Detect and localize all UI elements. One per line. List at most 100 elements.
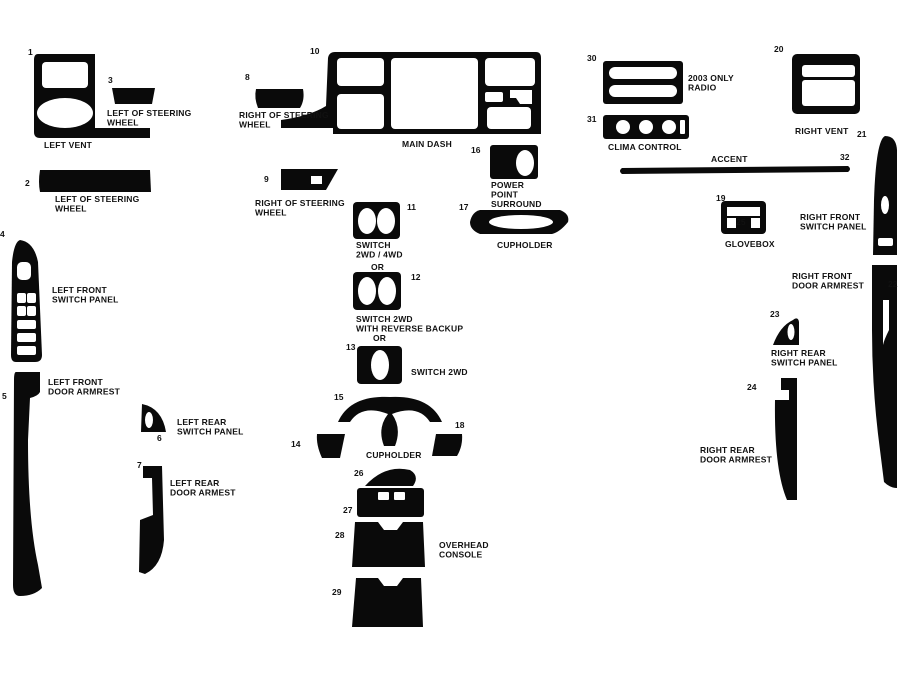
part-label-20: RIGHT VENT (795, 126, 849, 136)
part-number-2: 2 (25, 178, 30, 188)
part-10-main-dash (281, 52, 541, 134)
part-1-left-vent (34, 54, 150, 138)
part-label-1: LEFT VENT (44, 140, 93, 150)
part-label-5-line: DOOR ARMREST (48, 387, 121, 397)
glovebox-insert-number: 25 (736, 217, 746, 227)
part-9-right-of-steering-wheel (281, 169, 338, 190)
part-label-19: GLOVEBOX (725, 239, 775, 249)
part-label-28-line: CONSOLE (439, 550, 483, 560)
part-label-2-line: LEFT OF STEERING (55, 194, 140, 204)
part-label-31-line: CLIMA CONTROL (608, 142, 682, 152)
part-number-21: 21 (857, 129, 867, 139)
part-label-10-line: MAIN DASH (402, 139, 452, 149)
part-number-31: 31 (587, 114, 597, 124)
part-label-23-line: RIGHT REAR (771, 348, 826, 358)
part-label-16-line: POWER (491, 180, 524, 190)
part-label-9-line: WHEEL (255, 208, 287, 218)
part-number-9: 9 (264, 174, 269, 184)
cupholder-group-label: CUPHOLDER (366, 450, 422, 460)
part-label-11-line: 2WD / 4WD (356, 250, 403, 260)
part-number-10: 10 (310, 46, 320, 56)
part-number-15: 15 (334, 392, 344, 402)
part-24-right-rear-door-armrest (774, 378, 797, 500)
part-number-17: 17 (459, 202, 469, 212)
part-label-4-line: LEFT FRONT (52, 285, 107, 295)
part-2-left-of-steering-wheel (39, 170, 151, 192)
part-number-28: 28 (335, 530, 345, 540)
part-number-24: 24 (747, 382, 757, 392)
part-label-16-line: SURROUND (491, 199, 542, 209)
part-14-cupholder-left-insert (316, 434, 345, 458)
part-number-8: 8 (245, 72, 250, 82)
part-6-left-rear-switch-panel (141, 404, 166, 432)
part-number-6: 6 (157, 433, 162, 443)
part-3-left-of-steering-wheel (112, 88, 155, 104)
part-number-18: 18 (455, 420, 465, 430)
part-26-overhead-console-top (365, 468, 416, 486)
part-number-7: 7 (137, 460, 142, 470)
part-17-cupholder (470, 210, 569, 234)
part-label-21-line: RIGHT FRONT (800, 212, 861, 222)
part-27-overhead-console (357, 488, 424, 517)
part-5-left-front-door-armrest (13, 372, 42, 596)
part-label-4-line: SWITCH PANEL (52, 295, 118, 305)
misc-labels: CUPHOLDER OR OR 25 (366, 217, 746, 460)
part-number-27: 27 (343, 505, 353, 515)
part-label-7-line: DOOR ARMEST (170, 488, 236, 498)
part-number-19: 19 (716, 193, 726, 203)
part-label-6-line: SWITCH PANEL (177, 427, 243, 437)
part-label-13-line: SWITCH 2WD (411, 367, 468, 377)
or-text-1: OR (371, 262, 384, 272)
part-number-23: 23 (770, 309, 780, 319)
part-label-12-line: WITH REVERSE BACKUP (356, 324, 463, 334)
part-label-32-line: ACCENT (711, 154, 748, 164)
part-number-20: 20 (774, 44, 784, 54)
part-label-2-line: WHEEL (55, 204, 87, 214)
part-19-glovebox (721, 201, 766, 234)
part-number-22: 22 (888, 279, 898, 289)
part-label-32: ACCENT (711, 154, 748, 164)
part-number-11: 11 (407, 202, 416, 212)
part-label-7-line: LEFT REAR (170, 478, 220, 488)
part-label-8-line: RIGHT OF STEERING (239, 110, 329, 120)
part-4-left-front-switch-panel (11, 240, 42, 362)
part-label-6-line: LEFT REAR (177, 417, 227, 427)
part-label-3-line: LEFT OF STEERING (107, 108, 192, 118)
part-number-12: 12 (411, 272, 421, 282)
part-7-left-rear-door-armest (139, 466, 164, 574)
part-label-31: CLIMA CONTROL (608, 142, 682, 152)
part-label-8-line: WHEEL (239, 120, 271, 130)
part-label-30-line: RADIO (688, 83, 717, 93)
part-29-overhead-console (352, 578, 423, 627)
part-label-17: CUPHOLDER (497, 240, 553, 250)
part-number-13: 13 (346, 342, 356, 352)
part-28-overhead-console (352, 522, 425, 567)
part-8-right-of-steering-wheel (255, 89, 304, 108)
part-label-1-line: LEFT VENT (44, 140, 93, 150)
part-21-right-front-switch-panel (873, 136, 897, 255)
part-label-16-line: POINT (491, 190, 519, 200)
part-23-right-rear-switch-panel (773, 318, 799, 345)
part-13-switch-2wd (357, 346, 402, 384)
part-18-cupholder-right-insert (432, 434, 463, 456)
part-number-4: 4 (0, 229, 5, 239)
or-text-2: OR (373, 333, 386, 343)
part-32-accent (620, 166, 850, 174)
part-20-right-vent (792, 54, 860, 114)
